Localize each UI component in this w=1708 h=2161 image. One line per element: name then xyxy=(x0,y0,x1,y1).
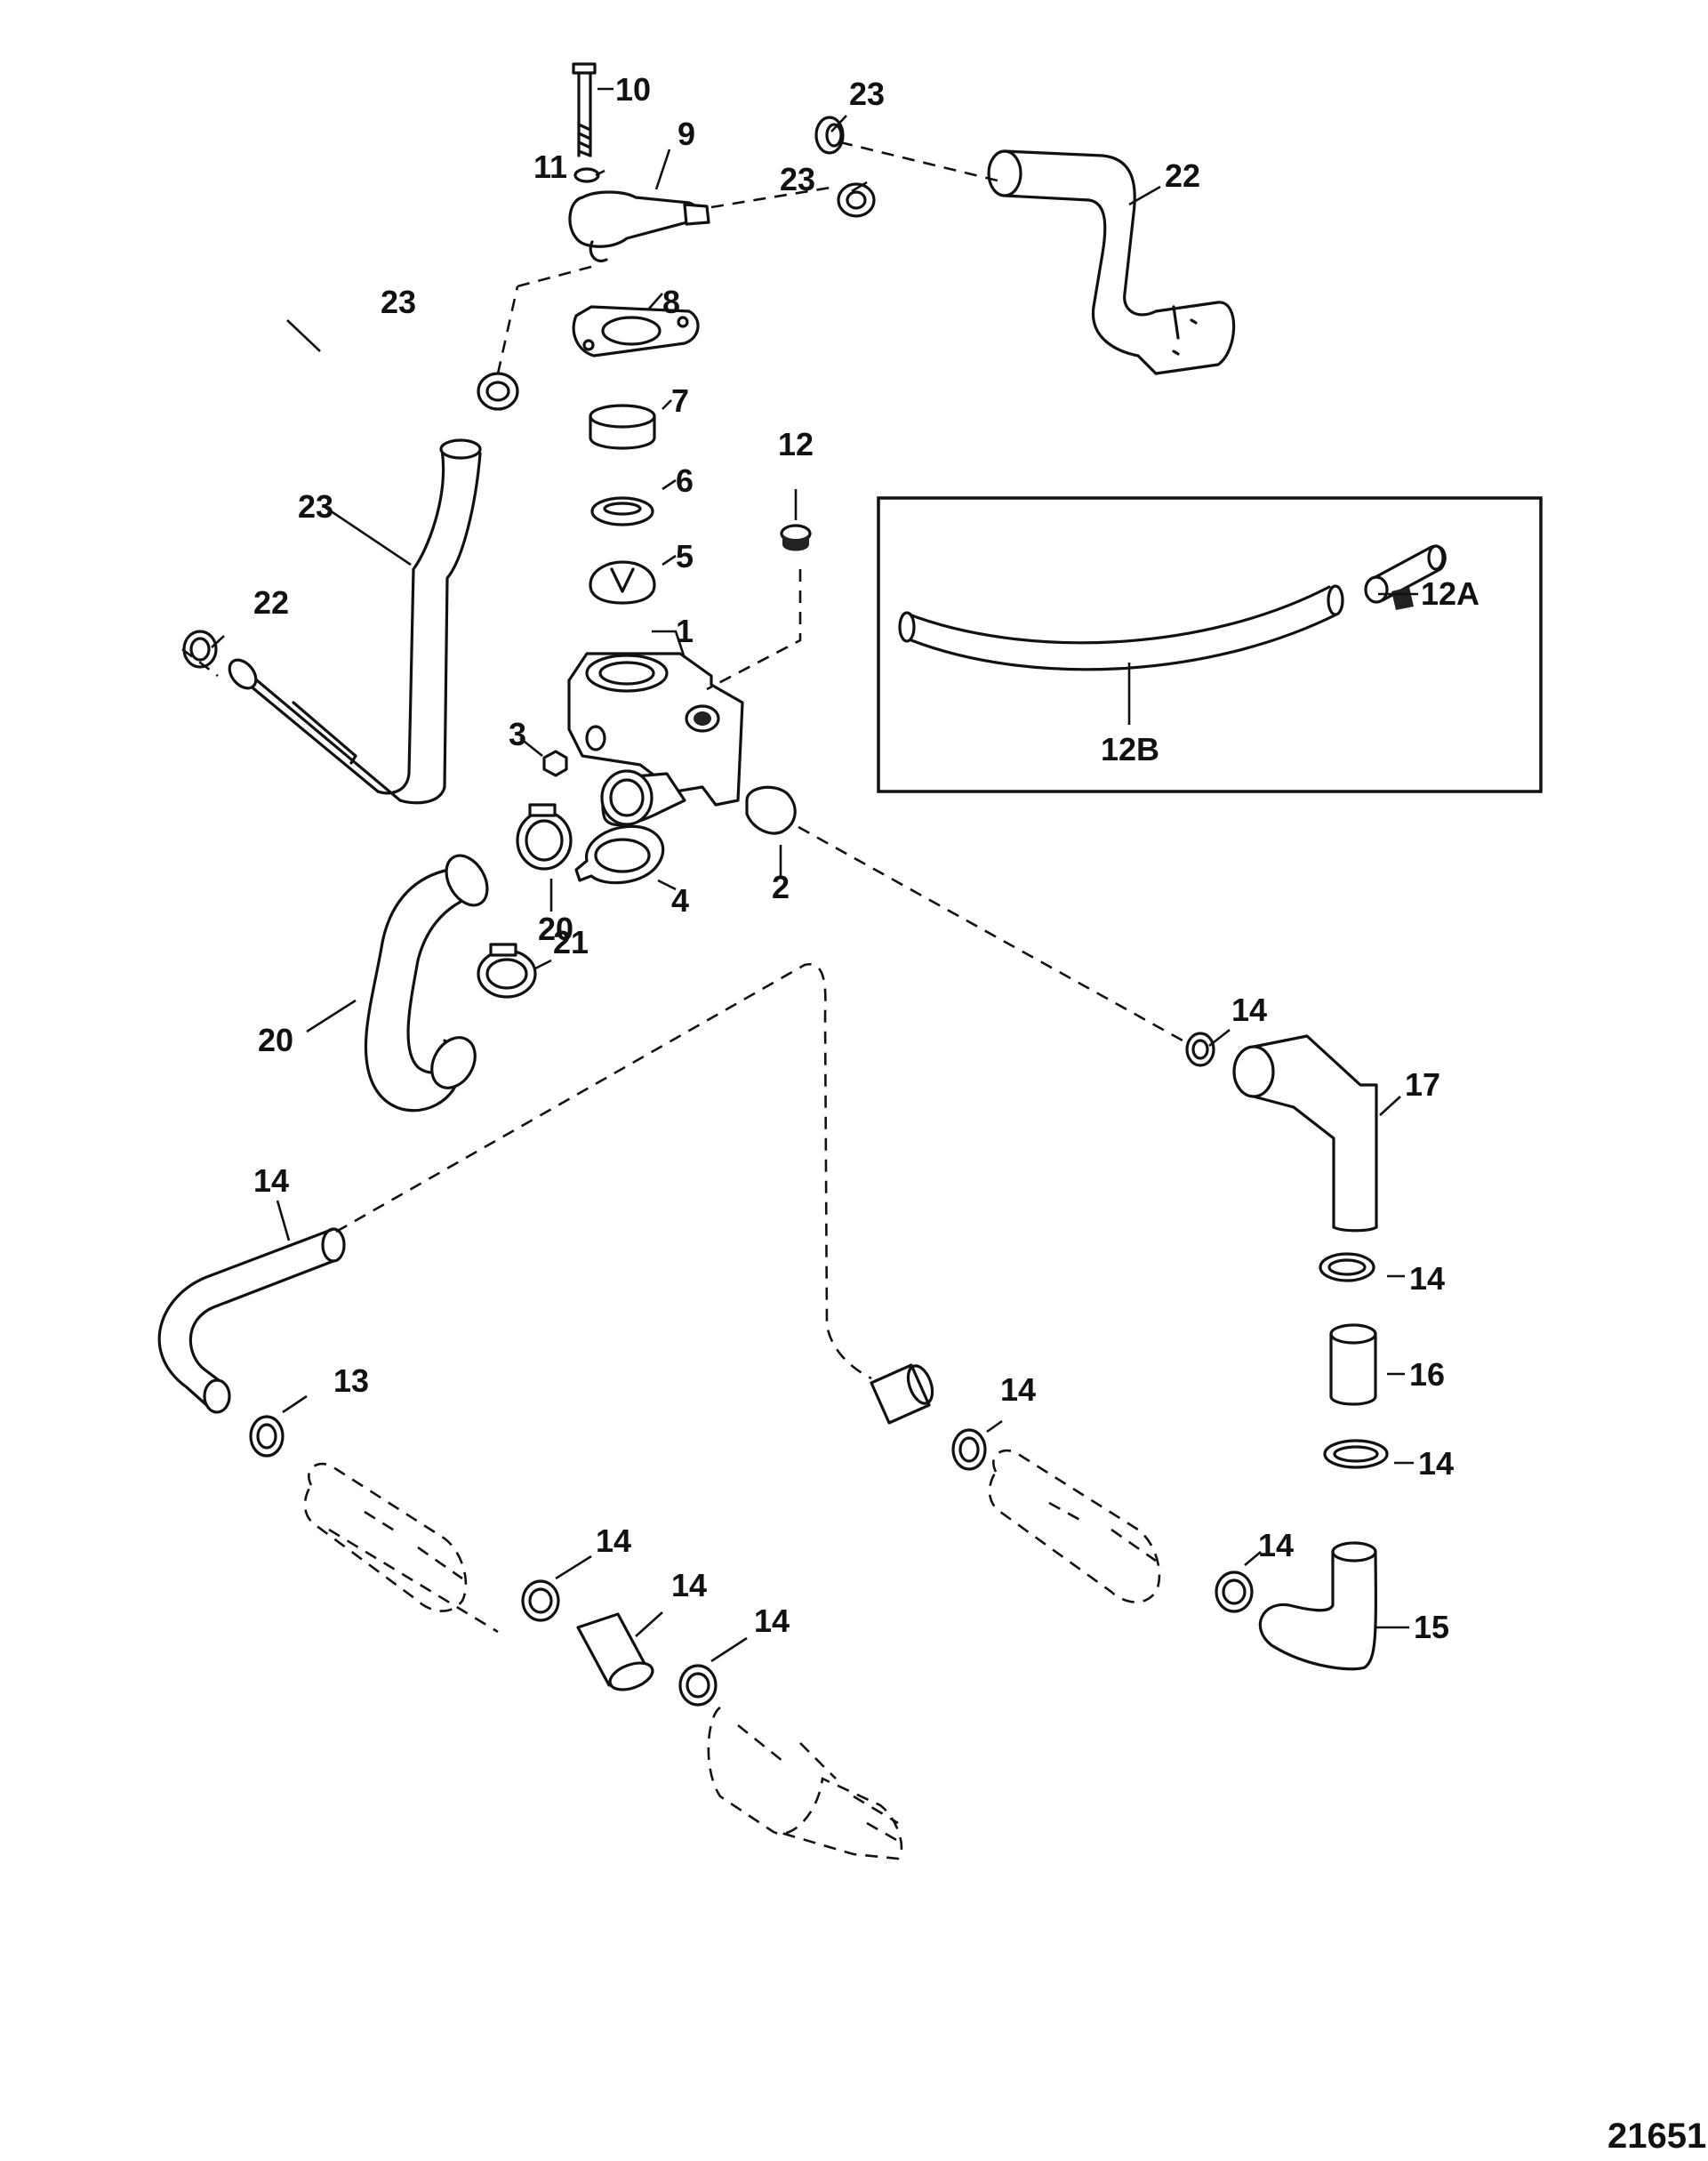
callout-12b: 12B xyxy=(1101,731,1159,767)
part-14-clamp-r2 xyxy=(1319,1252,1375,1282)
callout-18: 17 xyxy=(1405,1066,1440,1103)
callout-3: 3 xyxy=(509,716,526,752)
part-3-fitting xyxy=(542,750,568,777)
part-14-clamp-m1 xyxy=(951,1428,987,1471)
part-15-hose xyxy=(157,1227,346,1414)
callout-14-l3: 14 xyxy=(754,1603,790,1639)
callout-14-r3: 14 xyxy=(1418,1445,1454,1482)
callout-23-right: 23 xyxy=(780,161,815,197)
callout-13: 14 xyxy=(671,1567,707,1603)
part-14-clamp-r1 xyxy=(1185,1032,1215,1067)
part-5-thermostat xyxy=(589,560,656,605)
part-16-elbow-hose xyxy=(1259,1541,1377,1671)
part-14-clamp-l3 xyxy=(678,1664,718,1707)
part-12a-fitting xyxy=(1364,544,1447,610)
callout-15: 14 xyxy=(253,1162,289,1199)
callout-22: 23 xyxy=(298,488,333,525)
callout-4: 4 xyxy=(671,882,689,919)
phantom-pump xyxy=(707,1706,903,1860)
callout-14-l1: 13 xyxy=(333,1362,369,1399)
part-4-gasket xyxy=(574,824,665,885)
callout-17: 16 xyxy=(1409,1356,1445,1393)
part-19-hose xyxy=(364,854,489,1113)
part-17-sleeve xyxy=(1329,1323,1377,1406)
part-14-clamp-r4 xyxy=(1215,1571,1254,1613)
part-7-seal xyxy=(589,404,656,450)
leader-lines xyxy=(211,87,1418,1663)
callout-14-m1: 14 xyxy=(1000,1371,1036,1408)
callout-6: 6 xyxy=(676,462,694,499)
figure-number: 21651 xyxy=(1608,2117,1706,2156)
callout-23-left: 22 xyxy=(253,584,289,621)
part-21-hose xyxy=(987,149,1236,375)
part-12b-hose xyxy=(898,584,1344,671)
part-11-washer xyxy=(573,167,600,183)
callout-21: 22 xyxy=(1165,157,1200,194)
callout-12: 12 xyxy=(778,426,814,462)
callout-10: 10 xyxy=(615,71,651,108)
part-23-clamp-right xyxy=(837,182,876,218)
callout-14-r4: 14 xyxy=(1258,1527,1294,1563)
callout-1: 1 xyxy=(676,613,694,649)
part-9-housing-cover xyxy=(568,190,710,262)
part-23-clamp-mid xyxy=(477,372,519,411)
callout-8: 8 xyxy=(662,284,680,320)
connector-lines xyxy=(181,141,1183,1634)
part-14-clamp-r3 xyxy=(1323,1439,1389,1469)
callout-20-lower: 21 xyxy=(553,924,589,960)
callout-23-top: 23 xyxy=(849,76,885,112)
callout-19: 20 xyxy=(258,1022,293,1058)
part-2-plug xyxy=(745,785,797,835)
callout-5: 5 xyxy=(676,538,694,574)
part-1-water-housing xyxy=(567,652,744,827)
callout-9: 9 xyxy=(678,116,695,152)
part-6-seal xyxy=(590,496,654,526)
part-20-clamp-upper xyxy=(516,803,573,871)
phantom-cooler-middle xyxy=(988,1449,1161,1603)
part-13-sleeve xyxy=(576,1612,654,1691)
part-8-gasket xyxy=(572,305,700,357)
callout-23-mid: 23 xyxy=(381,284,416,320)
callout-7: 7 xyxy=(671,382,689,419)
callout-2: 2 xyxy=(772,869,790,905)
phantom-cooler-left xyxy=(303,1462,468,1612)
part-14-clamp-l1 xyxy=(249,1415,285,1458)
callout-14-l2: 14 xyxy=(596,1522,631,1559)
callout-20-upper: 20 xyxy=(538,911,573,947)
callout-12a: 12A xyxy=(1421,575,1479,612)
callout-11: 11 xyxy=(533,149,567,185)
callout-labels: 10 11 9 8 7 6 5 1 12 3 4 2 20 21 20 23 2… xyxy=(253,71,1706,2156)
part-12-plug xyxy=(780,524,812,551)
callout-16: 15 xyxy=(1414,1609,1449,1645)
callout-14-r2: 14 xyxy=(1409,1260,1445,1297)
callout-14-r1: 14 xyxy=(1231,992,1267,1028)
part-10-bolt xyxy=(572,62,597,157)
middle-hose-sleeve xyxy=(870,1363,934,1425)
part-23-clamp-top xyxy=(814,116,845,155)
part-18-y-hose xyxy=(1232,1034,1378,1233)
part-22-hose xyxy=(228,438,482,805)
part-14-clamp-l2 xyxy=(521,1579,560,1622)
inset-box xyxy=(877,496,1543,793)
part-20-clamp-lower xyxy=(477,943,537,999)
